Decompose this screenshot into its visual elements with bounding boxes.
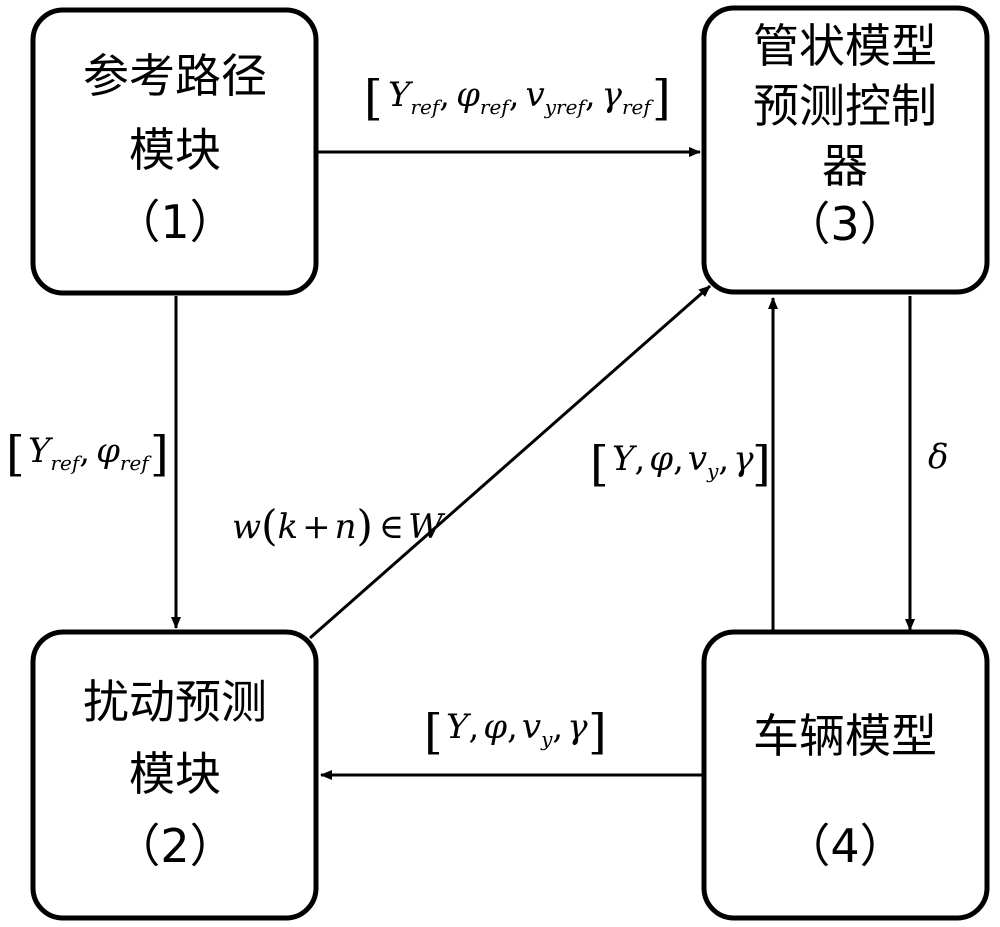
subscript-y: y [540, 727, 553, 751]
label-mpc-to-veh: δ [928, 437, 948, 477]
symbol-k: k [278, 507, 299, 547]
svg-text:Yref,φref,vyref,γref: Yref,φref,vyref,γref [388, 75, 654, 119]
tube-mpc-number: （3） [784, 197, 905, 251]
subscript-ref: ref [120, 451, 152, 475]
reference-path-number: （1） [114, 195, 235, 249]
label-ref-to-mpc: [ Yref,φref,vyref,γref ] [364, 70, 671, 126]
svg-text:]: ] [652, 70, 671, 126]
symbol-plus: + [302, 507, 331, 547]
symbol-v: v [522, 707, 541, 747]
vehicle-model-title: 车辆模型 [753, 709, 937, 763]
symbol-gamma: γ [602, 75, 623, 115]
svg-text:[: [ [364, 70, 383, 126]
label-dist-to-mpc: w(k+n)∈W [232, 501, 446, 550]
reference-path-module: 参考路径 模块 （1） [33, 10, 316, 293]
subscript-y: y [706, 459, 719, 483]
symbol-W: W [408, 507, 446, 547]
reference-path-title: 参考路径 [83, 49, 267, 103]
label-veh-to-mpc: [ Y,φ,vy,γ ] [590, 436, 771, 492]
subscript-ref: ref [410, 95, 442, 119]
subscript-ref: ref [50, 451, 82, 475]
svg-text:]: ] [150, 426, 169, 482]
symbol-phi: φ [483, 707, 507, 747]
subscript-yref: yref [544, 95, 589, 119]
symbol-phi: φ [649, 439, 673, 479]
symbol-gamma: γ [567, 707, 588, 747]
symbol-phi: φ [456, 75, 480, 115]
vehicle-model: 车辆模型 （4） [704, 632, 987, 918]
tube-mpc-title-line2: 预测控制 [753, 79, 937, 133]
symbol-delta: δ [928, 437, 948, 477]
disturbance-prediction-title: 扰动预测 [83, 675, 267, 729]
symbol-phi: φ [96, 431, 120, 471]
svg-text:[: [ [590, 436, 609, 492]
subscript-ref: ref [480, 95, 512, 119]
disturbance-prediction-subtitle: 模块 [129, 747, 221, 801]
svg-text:[: [ [6, 426, 25, 482]
svg-text:Yref,φref: Yref,φref [28, 431, 152, 475]
symbol-n: n [335, 507, 357, 547]
tube-mpc-title-line3: 器 [822, 139, 868, 193]
svg-text:[: [ [424, 704, 443, 760]
symbol-in: ∈ [379, 507, 404, 547]
svg-text:]: ] [588, 704, 607, 760]
reference-path-subtitle: 模块 [129, 123, 221, 177]
tube-mpc-controller: 管状模型 预测控制 器 （3） [704, 8, 987, 292]
subscript-ref: ref [622, 95, 654, 119]
tube-mpc-title-line1: 管状模型 [753, 19, 937, 73]
disturbance-prediction-number: （2） [114, 819, 235, 873]
label-veh-to-dist: [ Y,φ,vy,γ ] [424, 704, 607, 760]
svg-text:Y,φ,vy,γ: Y,φ,vy,γ [612, 439, 754, 483]
symbol-v: v [526, 75, 545, 115]
symbol-w: w [232, 507, 261, 547]
label-ref-to-dist: [ Yref,φref ] [6, 426, 169, 482]
svg-text:Y,φ,vy,γ: Y,φ,vy,γ [446, 707, 588, 751]
disturbance-prediction-module: 扰动预测 模块 （2） [33, 632, 316, 918]
svg-text:]: ] [752, 436, 771, 492]
svg-text:w(k+n)∈W: w(k+n)∈W [232, 501, 446, 550]
symbol-v: v [688, 439, 707, 479]
vehicle-model-number: （4） [784, 819, 905, 873]
